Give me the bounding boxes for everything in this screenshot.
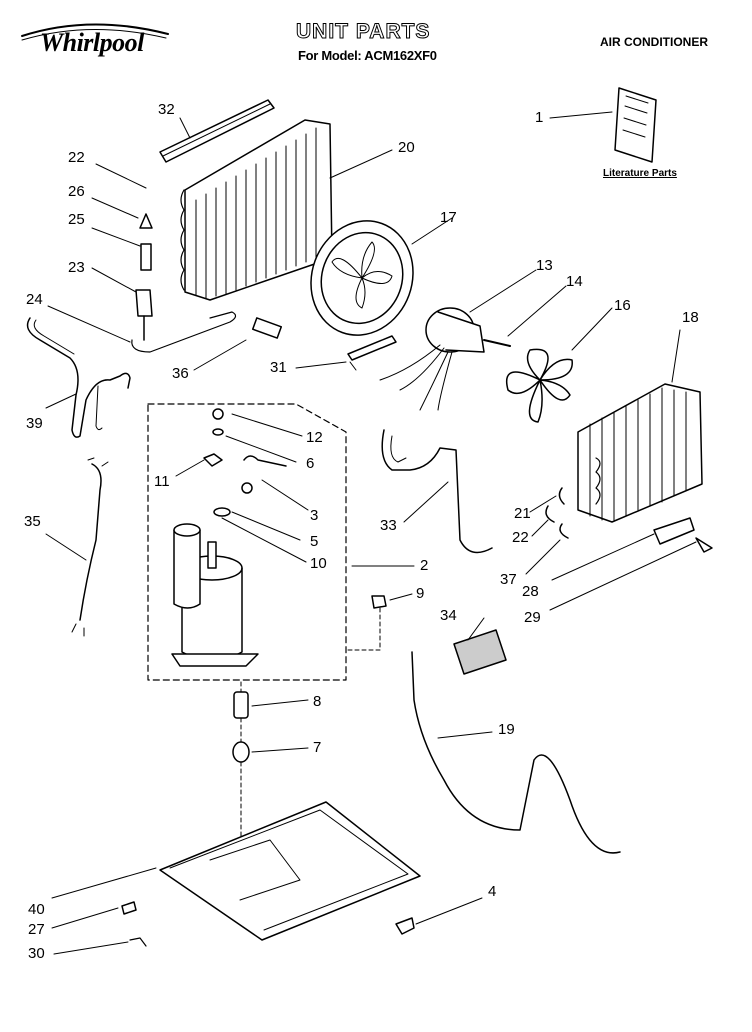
part-11-terminal <box>203 453 223 467</box>
callout-1: 1 <box>535 109 544 126</box>
part-3-grommet <box>241 482 253 494</box>
callout-30: 30 <box>28 945 45 962</box>
part-5-clip <box>213 507 231 517</box>
callout-12: 12 <box>306 429 323 446</box>
callout-20: 20 <box>398 139 415 156</box>
part-24-39-tubing <box>26 317 131 438</box>
part-7-grommet <box>232 741 250 763</box>
part-34-foam-pad <box>453 629 507 675</box>
part-31-capacitor-strap <box>347 335 397 371</box>
part-37-clip <box>559 523 569 539</box>
literature-parts-label: Literature Parts <box>603 168 677 179</box>
callout-22: 22 <box>68 149 85 166</box>
callout-32: 32 <box>158 101 175 118</box>
callout-16: 16 <box>614 297 631 314</box>
callout-13: 13 <box>536 257 553 274</box>
callout-23: 23 <box>68 259 85 276</box>
callout-27: 27 <box>28 921 45 938</box>
part-19-drain-tube <box>411 651 621 854</box>
part-30-clip <box>129 937 147 947</box>
literature-booklet <box>614 87 657 163</box>
model-line: For Model: ACM162XF0 <box>298 48 437 63</box>
callout-17: 17 <box>440 209 457 226</box>
callout-39: 39 <box>26 415 43 432</box>
part-6-cover <box>243 455 287 467</box>
part-16-fan-blade <box>506 348 573 423</box>
callout-22b: 22 <box>512 529 529 546</box>
callout-5: 5 <box>310 533 319 550</box>
callout-28: 28 <box>522 583 539 600</box>
callout-26: 26 <box>68 183 85 200</box>
callout-3: 3 <box>310 507 319 524</box>
compressor-assembly-outline <box>147 403 347 681</box>
part-21-clip <box>558 487 565 505</box>
part-35-harness <box>71 457 109 637</box>
part-18-condenser-coil <box>577 383 703 523</box>
category-label: AIR CONDITIONER <box>600 35 708 49</box>
callout-18: 18 <box>682 309 699 326</box>
callout-24: 24 <box>26 291 43 308</box>
callout-2: 2 <box>420 557 429 574</box>
part-4-fastener <box>395 917 415 935</box>
part-40-base-pan <box>159 801 421 941</box>
part-22-clip <box>545 505 555 523</box>
part-12-nut <box>212 408 224 420</box>
callout-19: 19 <box>498 721 515 738</box>
part-17-fan-shroud <box>310 220 414 336</box>
callout-40: 40 <box>28 901 45 918</box>
callout-14: 14 <box>566 273 583 290</box>
brand-logo: Whirlpool <box>40 28 144 57</box>
part-33-tubing <box>381 429 493 554</box>
callout-10: 10 <box>310 555 327 572</box>
part-36-block <box>251 317 283 339</box>
brand-logo-swoosh <box>21 23 169 37</box>
part-13-fan-motor <box>379 307 511 411</box>
callout-35: 35 <box>24 513 41 530</box>
page-title: UNIT PARTS <box>295 20 431 44</box>
part-10-compressor <box>171 523 259 667</box>
callout-34: 34 <box>440 607 457 624</box>
part-32-bracket <box>159 99 275 163</box>
callout-25: 25 <box>68 211 85 228</box>
callout-33: 33 <box>380 517 397 534</box>
callout-9: 9 <box>416 585 425 602</box>
part-9-nut <box>371 595 387 609</box>
callout-29: 29 <box>524 609 541 626</box>
part-20-coil <box>180 119 333 301</box>
callout-8: 8 <box>313 693 322 710</box>
callout-21: 21 <box>514 505 531 522</box>
part-28-29-bracket <box>653 517 713 553</box>
callout-11: 11 <box>154 473 170 490</box>
callout-6: 6 <box>306 455 315 472</box>
part-8-sleeve <box>233 691 249 719</box>
part-23-25-26-stack <box>131 213 237 353</box>
leader-lines <box>45 111 697 955</box>
part-12-washer <box>212 428 224 436</box>
part-27-screw <box>121 901 137 915</box>
callout-36: 36 <box>172 365 189 382</box>
callout-31: 31 <box>270 359 287 376</box>
callout-37: 37 <box>500 571 517 588</box>
callout-7: 7 <box>313 739 322 756</box>
callout-4: 4 <box>488 883 497 900</box>
